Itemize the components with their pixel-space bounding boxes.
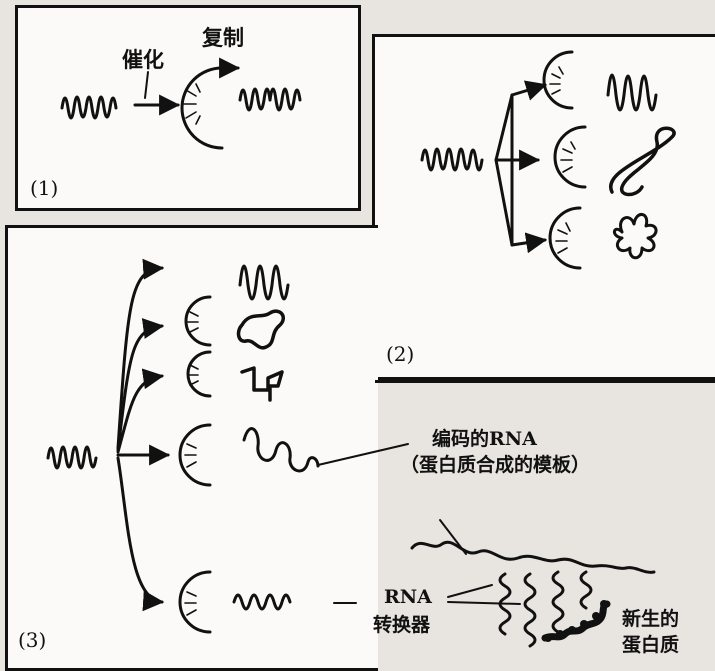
p3-rna-adaptor xyxy=(232,593,292,611)
p1-rna-copy-1 xyxy=(238,87,272,112)
new-protein-label: 新生的 xyxy=(622,608,680,630)
p3-branch-3 xyxy=(116,368,165,454)
p3-rna-fold-2 xyxy=(236,309,285,350)
template-pointer xyxy=(439,519,467,555)
adaptor-pointer-1 xyxy=(447,584,493,598)
p3-rna-fold-4 xyxy=(242,427,320,473)
p1-spark-icon xyxy=(183,83,201,125)
adaptor-4 xyxy=(579,570,593,610)
coding-rna-sublabel: （蛋白质合成的模板） xyxy=(400,454,591,476)
p2-cup-top xyxy=(542,50,574,110)
p2-branch-top xyxy=(494,80,548,162)
p1-catalysis-pointer xyxy=(144,71,149,99)
panel-1-label: (1) xyxy=(30,176,59,200)
p3-branch-2 xyxy=(116,318,165,452)
new-protein-beads xyxy=(544,600,608,642)
p2-spark-top-icon xyxy=(549,66,564,95)
p3-cup-2 xyxy=(184,295,212,347)
p1-rna-source xyxy=(60,95,118,120)
p3-cup-3 xyxy=(186,350,212,398)
p2-rna-fold-bot xyxy=(613,213,658,260)
adaptor-3 xyxy=(551,570,565,634)
p3-spark-4-icon xyxy=(184,443,197,468)
p3-spark-3-icon xyxy=(187,364,199,386)
rna-adaptor-label: RNA xyxy=(384,586,432,608)
p2-rna-source xyxy=(420,147,484,172)
p3-coding-pointer xyxy=(317,443,409,466)
p3-spark-2-icon xyxy=(187,311,199,333)
rna-adaptor-sublabel: 转换器 xyxy=(373,614,431,636)
p2-spark-bot-icon xyxy=(555,222,571,254)
adaptor-pointer-2 xyxy=(447,601,521,605)
p3-rna-fold-1 xyxy=(238,264,290,301)
p2-rna-fold-top xyxy=(606,73,658,112)
replication-label: 复制 xyxy=(202,25,244,50)
p3-spark-5-icon xyxy=(184,591,197,616)
panel-3 xyxy=(5,225,378,671)
p2-spark-mid-icon xyxy=(560,141,576,173)
coding-rna-label: 编码的RNA xyxy=(432,428,537,450)
p2-cup-bot xyxy=(548,206,582,270)
p3-branch-1 xyxy=(116,258,165,450)
panel-2-label: (2) xyxy=(386,342,415,366)
p2-cup-mid xyxy=(553,125,587,189)
p2-branch-bot xyxy=(494,158,548,254)
p2-rna-fold-mid xyxy=(608,126,676,197)
p3-rna-source xyxy=(46,445,98,470)
p1-catalyst-cup xyxy=(180,66,224,150)
p3-branch-5 xyxy=(116,456,165,612)
panel-3-lower-border xyxy=(375,380,715,383)
p3-cup-4 xyxy=(178,423,212,487)
template-rna-strand xyxy=(410,540,656,574)
p1-rna-copy-2 xyxy=(268,87,302,112)
new-protein-sublabel: 蛋白质 xyxy=(622,634,680,656)
catalysis-label: 催化 xyxy=(122,47,164,72)
p3-rna-fold-3 xyxy=(240,366,284,402)
adaptor-2 xyxy=(523,572,537,648)
panel-3-label: (3) xyxy=(18,628,47,652)
p3-cup-5 xyxy=(178,570,212,634)
